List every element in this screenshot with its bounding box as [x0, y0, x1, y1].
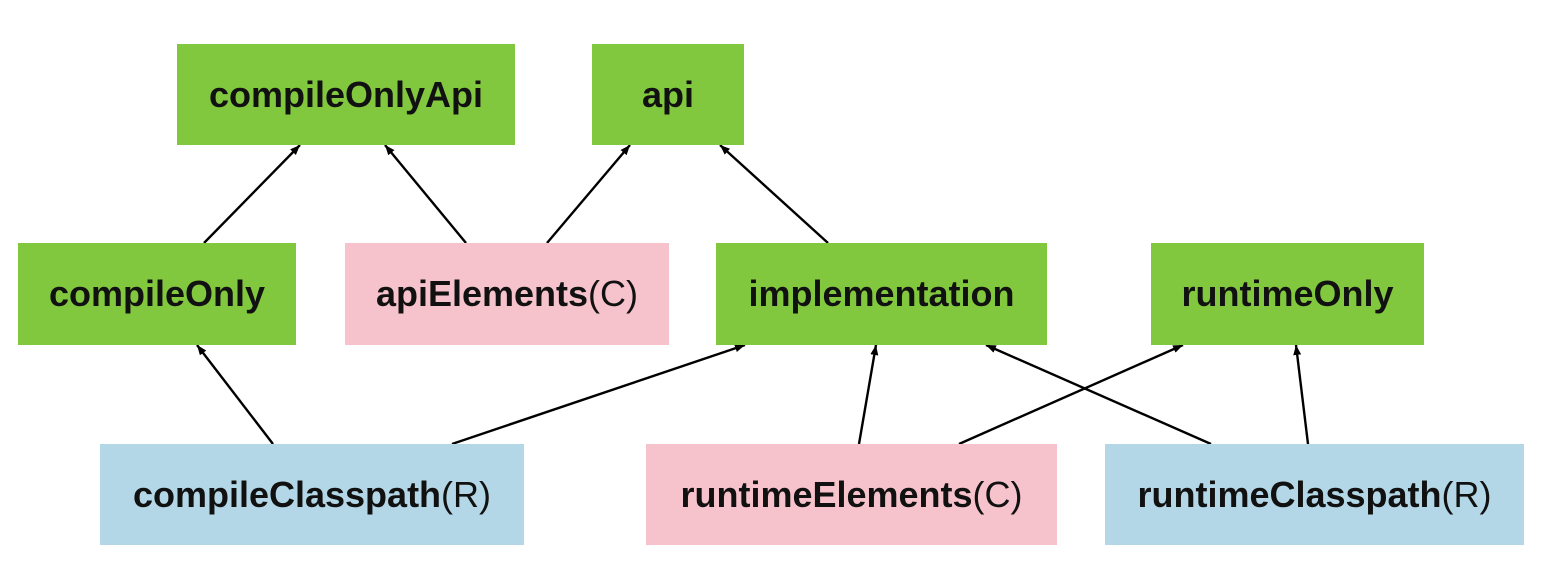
edge-apiElements-to-compileOnlyApi: [384, 144, 467, 244]
node-runtimeElements: runtimeElements(C): [646, 444, 1057, 545]
edge-runtimeElements-to-runtimeOnly: [958, 343, 1184, 446]
node-label: apiElements: [375, 273, 589, 314]
node-label: api: [641, 73, 694, 115]
node-compileOnly: compileOnly: [18, 243, 296, 345]
edge-runtimeClasspath-to-runtimeOnly: [1293, 344, 1310, 445]
node-compileOnlyApi: compileOnlyApi: [177, 44, 515, 145]
edge-runtimeClasspath-to-implementation: [985, 343, 1212, 446]
node-label: compileOnlyApi: [208, 73, 484, 115]
node-api: api: [592, 44, 744, 145]
edge-compileClasspath-to-implementation: [451, 343, 746, 446]
node-label: compileOnly: [48, 273, 266, 314]
node-label: runtimeOnly: [1181, 273, 1394, 314]
node-label: runtimeClasspath: [1137, 473, 1442, 515]
node-runtimeOnly: runtimeOnly: [1151, 243, 1424, 345]
node-suffix: (C): [588, 273, 639, 314]
node-label: compileClasspath: [132, 473, 442, 515]
node-compileClasspath: compileClasspath(R): [100, 444, 524, 545]
node-implementation: implementation: [716, 243, 1047, 345]
edge-compileClasspath-to-compileOnly: [196, 344, 274, 445]
node-suffix: (R): [1441, 473, 1492, 515]
edge-runtimeElements-to-implementation: [857, 344, 879, 445]
node-apiElements: apiElements(C): [345, 243, 669, 345]
edge-compileOnly-to-compileOnlyApi: [203, 144, 301, 244]
node-runtimeClasspath: runtimeClasspath(R): [1105, 444, 1524, 545]
node-suffix: (C): [972, 473, 1023, 515]
node-label: implementation: [748, 273, 1015, 314]
edge-apiElements-to-api: [546, 144, 631, 244]
node-suffix: (R): [441, 473, 492, 515]
edge-implementation-to-api: [719, 144, 829, 244]
node-label: runtimeElements: [680, 473, 973, 515]
